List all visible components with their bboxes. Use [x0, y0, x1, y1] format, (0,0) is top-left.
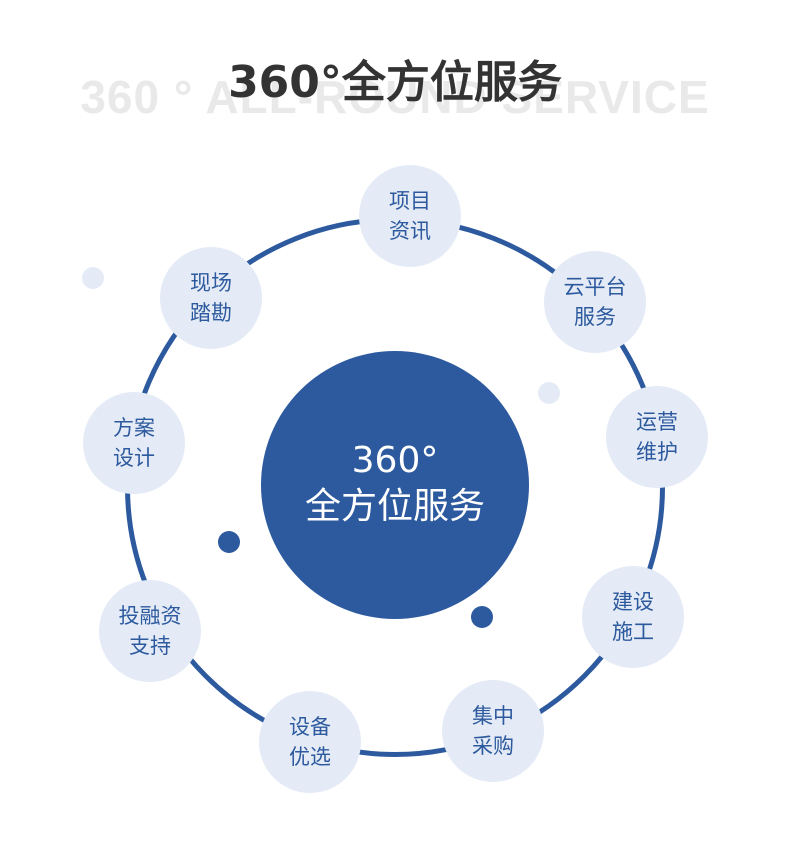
node-label-line2: 支持 — [129, 634, 171, 658]
node-label-line1: 运营 — [636, 409, 678, 434]
center-label-service: 全方位服务 — [304, 486, 485, 528]
node-label-line1: 设备 — [289, 714, 331, 739]
page-title: 360°全方位服务 — [228, 57, 562, 108]
service-node-site-survey: 现场 踏勘 — [160, 247, 262, 349]
node-label-line1: 方案 — [113, 415, 155, 440]
service-node-project-info: 项目 资讯 — [359, 165, 461, 267]
node-label-line2: 服务 — [574, 305, 616, 329]
node-label-line1: 建设 — [612, 589, 654, 614]
decorative-dot-light — [82, 267, 104, 289]
service-node-financing: 投融资 支持 — [99, 580, 201, 682]
node-label-line1: 集中 — [472, 703, 514, 728]
node-label-line1: 现场 — [190, 270, 232, 295]
service-node-solution-design: 方案 设计 — [83, 392, 185, 494]
service-node-construction: 建设 施工 — [582, 566, 684, 668]
node-label-line1: 云平台 — [563, 274, 627, 299]
node-label-line2: 优选 — [289, 745, 331, 769]
service-node-equipment: 设备 优选 — [259, 691, 361, 793]
decorative-dot-dark — [218, 531, 240, 553]
node-label-line2: 踏勘 — [190, 301, 232, 325]
center-circle: 360° 全方位服务 — [261, 351, 529, 619]
node-label-line1: 项目 — [389, 188, 431, 213]
service-node-cloud-platform: 云平台 服务 — [544, 251, 646, 353]
node-label-line2: 施工 — [612, 620, 654, 644]
node-label-line1: 投融资 — [118, 603, 182, 628]
center-label-degree: 360° — [351, 440, 439, 482]
node-label-line2: 维护 — [636, 440, 678, 464]
service-node-procurement: 集中 采购 — [442, 680, 544, 782]
background-english-title: 360 ° ALL-ROUND SERVICE — [80, 71, 710, 123]
decorative-dot-dark — [471, 606, 493, 628]
service-node-operation-maintenance: 运营 维护 — [606, 386, 708, 488]
node-label-line2: 采购 — [472, 734, 514, 758]
node-label-line2: 资讯 — [389, 219, 431, 243]
decorative-dot-light — [538, 382, 560, 404]
node-label-line2: 设计 — [113, 446, 155, 470]
